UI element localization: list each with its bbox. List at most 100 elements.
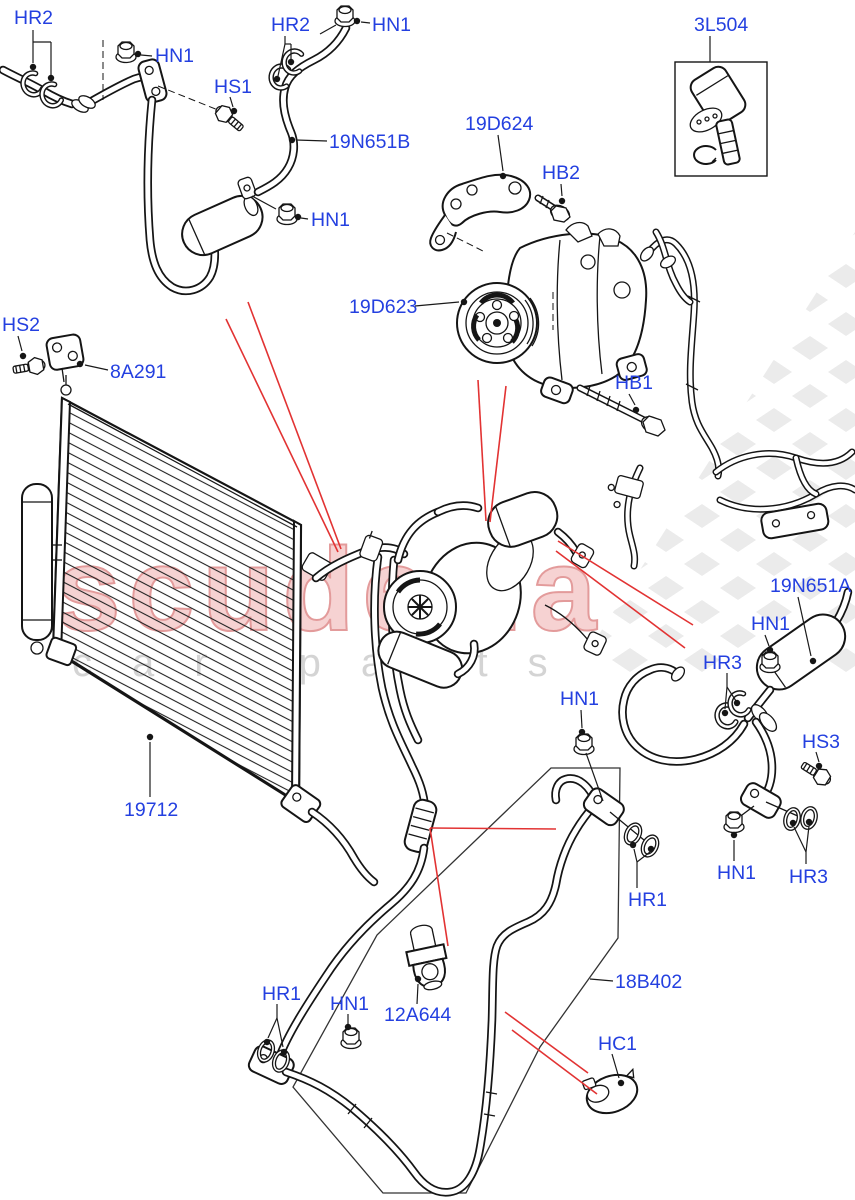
line-clamp-bracket — [359, 530, 384, 562]
part-label-HN1-d: HN1 — [751, 613, 790, 635]
leader-3 — [277, 43, 286, 77]
centre-assembly — [247, 491, 607, 1085]
part-label-HB1: HB1 — [615, 372, 653, 394]
leader-dot — [730, 831, 738, 839]
leader-13 — [84, 364, 109, 371]
red-line-4 — [557, 540, 694, 626]
leader-dot — [273, 75, 281, 83]
leader-17 — [726, 686, 737, 702]
red-line-7 — [429, 827, 449, 947]
leader-25 — [416, 983, 419, 1005]
red-line-8 — [504, 1011, 589, 1074]
leader-dot — [629, 841, 637, 849]
receiver-drier — [21, 483, 53, 641]
leader-21 — [636, 851, 651, 863]
red-line-5 — [555, 550, 686, 649]
part-label-HS1: HS1 — [214, 76, 252, 98]
nut-HN1 — [334, 5, 356, 28]
leader-dot — [230, 107, 238, 115]
condenser-right-channel — [290, 519, 303, 806]
leader-23 — [267, 1017, 278, 1039]
red-line-3 — [489, 385, 507, 523]
leader-dot — [29, 63, 37, 71]
leader-dot — [632, 406, 640, 414]
bolt-HB2 — [534, 194, 571, 223]
leader-22 — [580, 709, 583, 729]
leader-2 — [229, 96, 234, 108]
part-label-18B402: 18B402 — [615, 971, 682, 993]
part-hose-19N651B — [0, 23, 351, 296]
nut-HN1 — [573, 733, 595, 756]
leader-dot — [19, 352, 27, 360]
label-leader-lines — [17, 17, 823, 1087]
part-label-HS2: HS2 — [2, 314, 40, 336]
leader-dot — [558, 197, 566, 205]
pipe-end-cap — [639, 246, 655, 262]
leader-15 — [797, 596, 812, 657]
pipe-bracket — [607, 474, 644, 509]
leader-dot — [578, 728, 586, 736]
part-label-HR1-b: HR1 — [262, 983, 301, 1005]
leader-20 — [793, 826, 807, 853]
leader-dot — [287, 58, 295, 66]
red-leader-lines — [225, 301, 694, 1095]
part-label-19D624: 19D624 — [465, 113, 533, 135]
leader-dot — [134, 50, 142, 58]
part-label-19N651A: 19N651A — [770, 575, 851, 597]
part-label-HN1-g: HN1 — [330, 993, 369, 1015]
leader-dot — [414, 975, 422, 983]
part-label-HR3-a: HR3 — [703, 652, 742, 674]
suction-port-muffler — [487, 491, 559, 548]
leader-dot — [344, 1023, 352, 1031]
part-label-12A644: 12A644 — [384, 1004, 451, 1026]
part-label-HN1-f: HN1 — [560, 688, 599, 710]
red-line-6 — [429, 827, 557, 830]
leader-10 — [414, 301, 460, 307]
leader-dot — [766, 646, 774, 654]
leader-26 — [589, 978, 614, 982]
leader-23 — [276, 1017, 284, 1048]
leader-dot — [721, 709, 729, 717]
leader-6 — [300, 217, 309, 220]
part-cap-HC1 — [581, 1067, 639, 1115]
hose-muffler — [181, 194, 264, 257]
leader-dot — [647, 845, 655, 853]
screw-HS2 — [11, 355, 47, 380]
oring-HR3 — [800, 807, 818, 830]
part-label-HR2-b: HR2 — [271, 14, 310, 36]
screw-HS1 — [210, 101, 248, 136]
leader-27 — [611, 1053, 620, 1079]
part-label-HN1-b: HN1 — [372, 14, 411, 36]
leader-12 — [17, 335, 23, 352]
leader-4 — [319, 24, 337, 35]
leader-18 — [815, 751, 820, 763]
hose-flange — [739, 782, 782, 819]
red-line-9 — [511, 1029, 598, 1095]
part-label-HN1-c: HN1 — [311, 209, 350, 231]
part-label-3L504: 3L504 — [694, 14, 748, 36]
condenser-mount-peg — [60, 384, 72, 396]
red-line-2 — [477, 379, 487, 522]
red-line-0 — [247, 301, 342, 550]
leader-dot — [280, 1048, 288, 1056]
part-label-HR1-a: HR1 — [628, 889, 667, 911]
part-hose-18B402 — [281, 767, 645, 1197]
part-label-HN1-a: HN1 — [155, 45, 194, 67]
legend-box-3L504 — [674, 61, 768, 177]
part-bracket-8A291 — [45, 333, 85, 383]
leader-dot — [263, 1038, 271, 1046]
leader-dot — [76, 360, 84, 368]
part-label-HR2-a: HR2 — [14, 7, 53, 29]
part-label-19712: 19712 — [124, 799, 178, 821]
leader-dot — [47, 74, 55, 82]
leader-dot — [809, 657, 817, 665]
leader-dot — [805, 818, 813, 826]
leader-11 — [628, 393, 636, 406]
leader-dot — [733, 699, 741, 707]
leader-dot — [288, 136, 296, 144]
nut-HN1 — [276, 203, 298, 226]
leader-16 — [764, 634, 770, 647]
condenser-lower-fitting — [45, 636, 78, 667]
